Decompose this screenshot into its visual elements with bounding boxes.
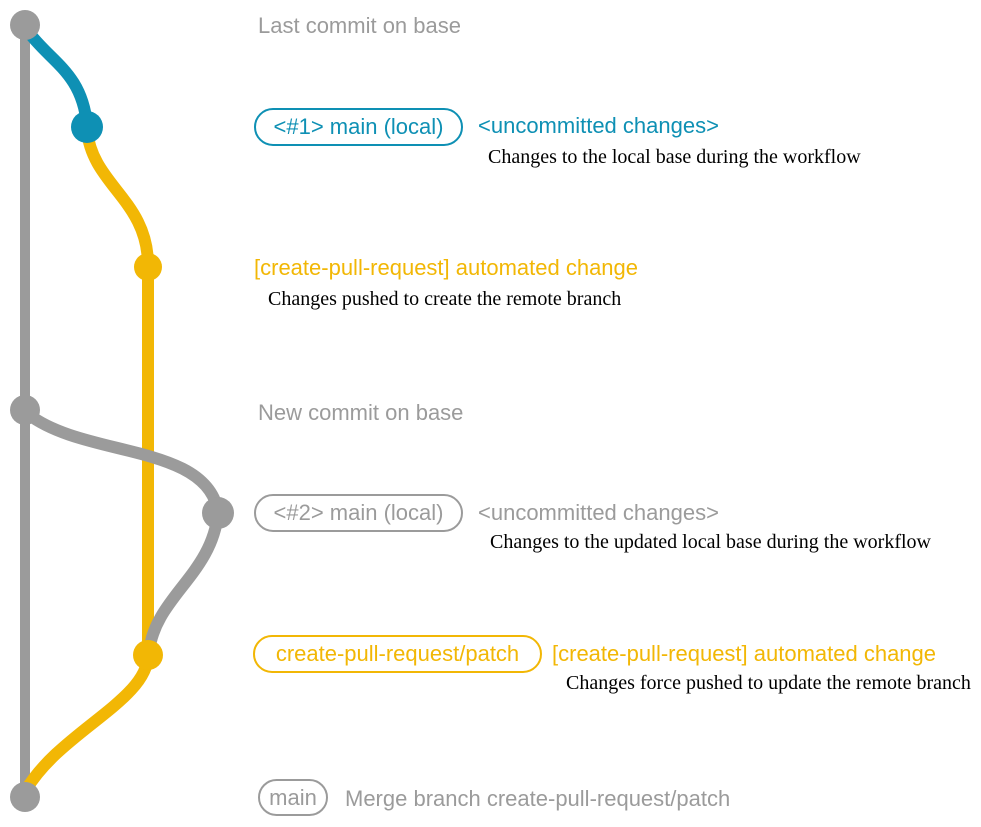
commit-new-on-base	[10, 395, 40, 425]
branch-create-edge	[81, 124, 154, 271]
uncommitted-changes-title-1: <uncommitted changes>	[478, 113, 719, 138]
commit-graph	[10, 10, 234, 812]
merge-into-base-edge	[20, 649, 154, 796]
uncommitted-changes-edge-2a	[22, 408, 224, 517]
uncommitted-changes-desc-1: Changes to the local base during the wor…	[488, 146, 861, 168]
commit-merge-on-base	[10, 782, 40, 812]
new-commit-label: New commit on base	[258, 400, 464, 425]
branch-badge-main-local-2: <#2> main (local)	[254, 494, 463, 532]
last-commit-label: Last commit on base	[258, 13, 461, 38]
commit-automated-change-1	[134, 253, 162, 281]
commit-uncommitted-2	[202, 497, 234, 529]
commit-uncommitted-1	[71, 111, 103, 143]
branch-badge-patch: create-pull-request/patch	[253, 635, 542, 673]
automated-change-title-2: [create-pull-request] automated change	[552, 641, 937, 666]
commit-automated-change-2	[133, 640, 163, 670]
automated-change-title-1: [create-pull-request] automated change	[254, 255, 639, 280]
automated-change-desc-1: Changes pushed to create the remote bran…	[268, 288, 622, 310]
branch-badge-main-local-1: <#1> main (local)	[254, 108, 463, 146]
automated-change-desc-2: Changes force pushed to update the remot…	[566, 672, 971, 694]
merge-commit-title: Merge branch create-pull-request/patch	[345, 786, 731, 811]
commit-last-on-base	[10, 10, 40, 40]
branch-badge-main: main	[258, 779, 328, 816]
uncommitted-changes-title-2: <uncommitted changes>	[478, 500, 719, 525]
uncommitted-changes-desc-2: Changes to the updated local base during…	[490, 531, 931, 553]
uncommitted-changes-edge-1	[21, 24, 93, 131]
uncommitted-changes-edge-2b	[143, 507, 224, 658]
